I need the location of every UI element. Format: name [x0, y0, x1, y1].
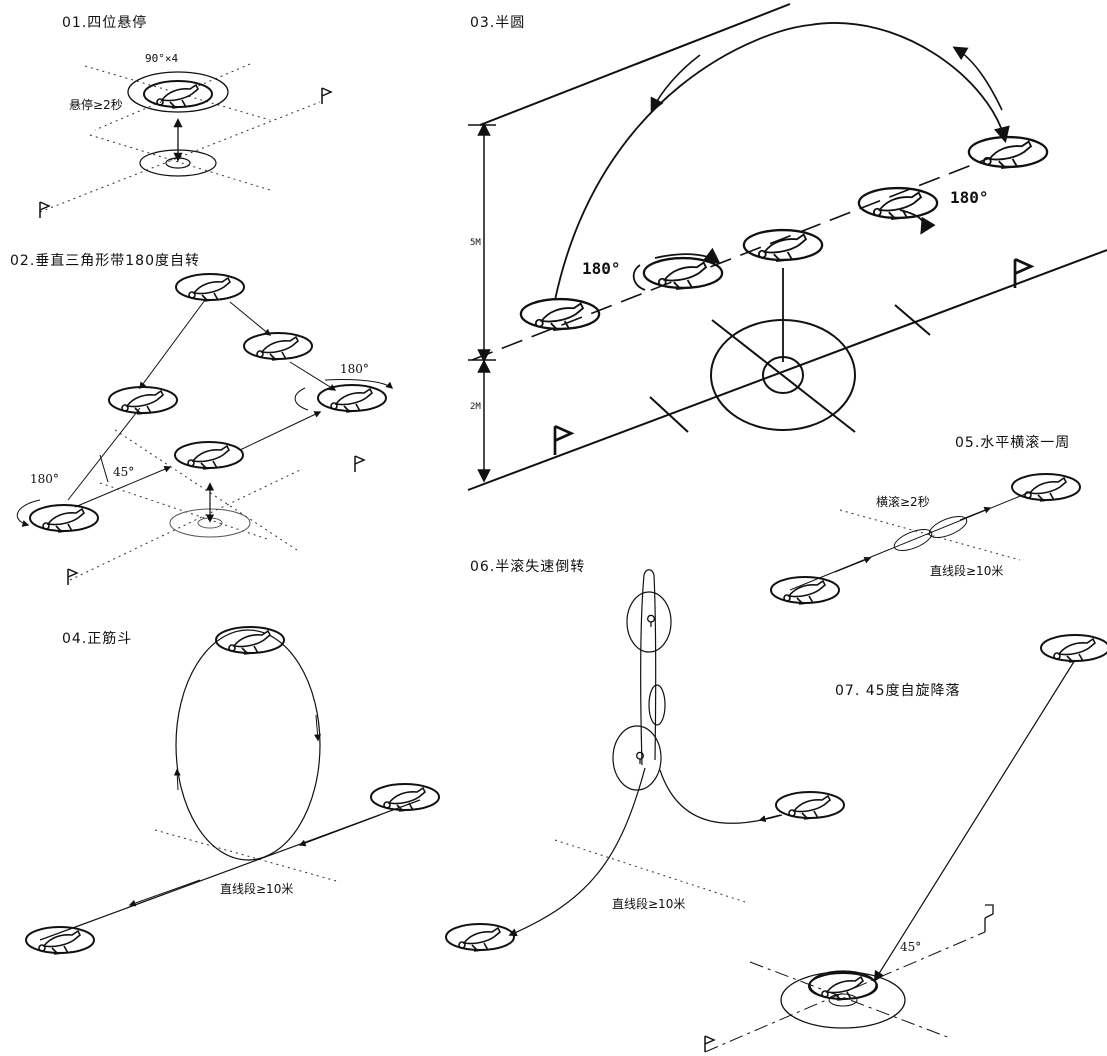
- descent-angle-label: 45°: [900, 940, 921, 954]
- flag-icon: [355, 456, 364, 472]
- turn-angle-left-label: 180°: [582, 259, 621, 278]
- straight-segment-label: 直线段≥10米: [612, 895, 685, 912]
- maneuver-01-diagram: [40, 64, 331, 218]
- maneuver-04-diagram: [26, 627, 439, 954]
- maneuver-02-diagram: [17, 274, 392, 585]
- helicopter-icon: [176, 274, 244, 301]
- helicopter-icon: [175, 442, 243, 469]
- helicopter-icon: [26, 927, 94, 954]
- helicopter-icon: [318, 385, 386, 412]
- helicopter-icon: [1012, 474, 1080, 501]
- hover-duration-label: 悬停≥2秒: [69, 96, 123, 113]
- helicopter-icon: [644, 258, 722, 289]
- maneuver-05-title: 05.水平横滚一周: [955, 432, 1070, 452]
- roll-duration-label: 横滚≥2秒: [876, 493, 930, 510]
- turn-angle-left-label: 180°: [30, 472, 59, 486]
- helicopter-icon: [969, 137, 1047, 168]
- maneuver-06-title: 06.半滚失速倒转: [470, 556, 585, 576]
- straight-segment-label: 直线段≥10米: [930, 562, 1003, 579]
- helicopter-icon: [109, 387, 177, 414]
- maneuver-01-title: 01.四位悬停: [62, 12, 147, 32]
- helicopter-icon: [744, 230, 822, 261]
- height-2m-label: 2M: [470, 402, 481, 412]
- angle-45-label: 45°: [113, 465, 134, 479]
- flag-icon: [555, 426, 571, 455]
- svg-text:⚲: ⚲: [646, 613, 656, 629]
- helicopter-icon: [1041, 635, 1107, 662]
- helicopter-icon: [771, 577, 839, 604]
- height-5m-label: 5M: [470, 238, 481, 248]
- helicopter-icon: [809, 973, 877, 1000]
- flag-icon: [322, 88, 331, 104]
- helicopter-icon: [216, 627, 284, 654]
- rotation-label: 90°×4: [145, 52, 178, 65]
- helicopter-icon: [446, 924, 514, 951]
- helicopter-icon: [371, 784, 439, 811]
- helicopter-icon: [144, 81, 212, 108]
- helicopter-icon: [776, 792, 844, 819]
- maneuver-06-diagram: ⚲ ⚲: [446, 570, 844, 951]
- helicopter-icon: [521, 299, 599, 330]
- turn-angle-right-label: 180°: [340, 362, 369, 376]
- turn-angle-right-label: 180°: [950, 188, 989, 207]
- svg-text:⚲: ⚲: [635, 750, 645, 766]
- maneuver-02-title: 02.垂直三角形带180度自转: [10, 250, 200, 270]
- maneuver-03-title: 03.半圆: [470, 12, 525, 32]
- maneuver-07-title: 07. 45度自旋降落: [835, 680, 961, 700]
- helicopter-icon: [244, 333, 312, 360]
- flag-icon: [40, 202, 49, 218]
- maneuver-03-diagram: [468, 4, 1107, 490]
- helicopter-icon: [30, 505, 98, 532]
- straight-segment-label: 直线段≥10米: [220, 880, 293, 897]
- maneuver-04-title: 04.正筋斗: [62, 628, 132, 648]
